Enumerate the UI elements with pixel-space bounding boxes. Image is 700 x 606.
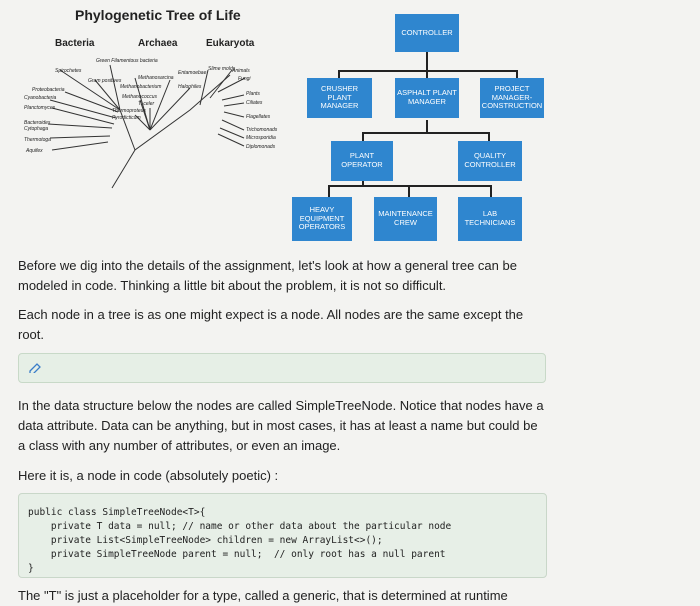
label-trichomonads: Trichomonads [246, 127, 278, 133]
label-thermoproteus: Thermoproteus [112, 108, 146, 114]
paragraph-intro: Before we dig into the details of the as… [18, 258, 517, 293]
label-aquifex: Aquifex [26, 148, 43, 154]
label-cyanobacteria: Cyanobacteria [24, 95, 57, 101]
phylo-tree-diagram [47, 64, 246, 189]
label-proteobacteria: Proteobacteria [32, 87, 65, 93]
info-callout [18, 353, 546, 383]
label-plants: Plants [246, 91, 260, 97]
phylo-title: Phylogenetic Tree of Life [75, 7, 241, 23]
label-slime-molds: Slime molds [208, 66, 236, 72]
domain-archaea: Archaea [138, 38, 178, 49]
label-entamoebae: Entamoebae [178, 70, 207, 76]
label-thermotoga: Thermotoga [24, 137, 51, 143]
label-flagellates: Flagellates [246, 114, 271, 120]
paragraph-generic: The "T" is just a placeholder for a type… [18, 588, 508, 603]
label-methanosarcina: Methanosarcina [138, 75, 174, 81]
code-line-2: private T data = null; // name or other … [28, 521, 452, 532]
label-bacteroides: Bacteroides Cytophaga [24, 120, 51, 132]
label-pyrodicticum: Pyrodicticum [112, 115, 141, 121]
label-methanococcus: Methanococcus [122, 94, 158, 100]
paragraph-code-intro: Here it is, a node in code (absolutely p… [18, 468, 279, 483]
label-green-bacteria: Green Filamentous bacteria [96, 58, 158, 64]
label-t-celer: T. celer [138, 101, 155, 107]
label-animals: Animals [232, 68, 250, 74]
paragraph-nodes: Each node in a tree is as one might expe… [18, 307, 524, 342]
org-box-controller: CONTROLLER [395, 14, 459, 52]
label-spirochetes: Spirochetes [55, 68, 82, 74]
code-line-5: } [28, 563, 34, 574]
domain-bacteria: Bacteria [55, 38, 95, 49]
paragraph-simpletreenode: In the data structure below the nodes ar… [18, 398, 544, 453]
label-diplomonads: Diplomonads [246, 144, 276, 150]
label-gram-positives: Gram positives [88, 78, 122, 84]
code-block [18, 493, 547, 578]
domain-eukaryota: Eukaryota [206, 38, 255, 49]
code-line-3: private List<SimpleTreeNode> children = … [28, 535, 383, 546]
label-planctomyces: Planctomyces [24, 105, 56, 111]
label-fungi: Fungi [238, 76, 251, 82]
label-methanobacterium: Methanobacterium [120, 84, 162, 90]
label-microsporidia: Microsporidia [246, 135, 276, 141]
label-ciliates: Ciliates [246, 100, 263, 106]
code-line-1: public class SimpleTreeNode<T>{ [28, 507, 206, 518]
label-halophiles: Halophiles [178, 84, 202, 90]
pencil-icon [29, 363, 41, 373]
code-line-4: private SimpleTreeNode parent = null; //… [28, 549, 446, 560]
